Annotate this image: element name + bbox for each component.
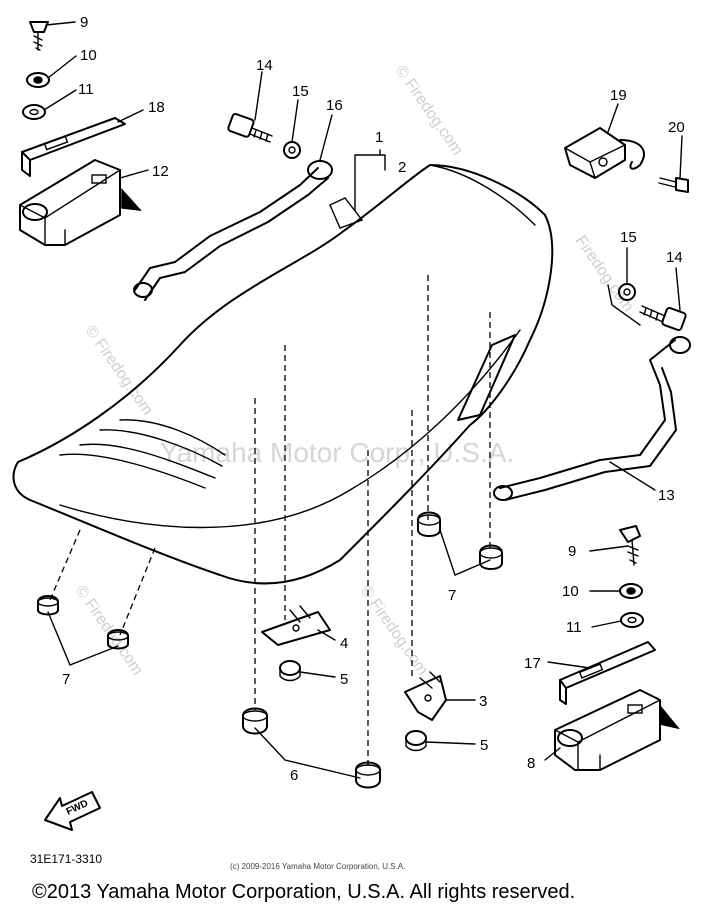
washer-11-left <box>22 104 46 120</box>
callout-14-left: 14 <box>256 57 273 74</box>
damper-6-right <box>355 761 381 789</box>
callout-19: 19 <box>610 87 627 104</box>
callout-9-right: 9 <box>568 543 576 560</box>
damper-7-upper-b <box>479 544 503 570</box>
callout-1: 1 <box>375 129 383 146</box>
nut-5-lower <box>405 730 427 752</box>
callout-18: 18 <box>148 99 165 116</box>
seat-ribs <box>59 419 226 489</box>
washer-10-left <box>26 72 50 88</box>
bracket-4 <box>261 605 331 646</box>
bracket-18 <box>21 117 126 177</box>
seat-assembly <box>12 164 554 585</box>
seat-tab <box>329 197 364 229</box>
callout-14-right: 14 <box>666 249 683 266</box>
callout-4: 4 <box>340 635 348 652</box>
damper-6-left <box>242 707 268 735</box>
seat-rear-seam <box>429 164 536 226</box>
callout-9-left: 9 <box>80 14 88 31</box>
callout-6: 6 <box>290 767 298 784</box>
bracket-3 <box>404 671 447 721</box>
strap-left-body-edge <box>144 177 329 301</box>
seat-reflector-plate <box>457 334 516 421</box>
strap-left-body <box>134 167 319 291</box>
damper-7-lower-b <box>107 629 129 650</box>
fwd-arrow: FWD <box>44 791 101 831</box>
strap-left-foot <box>133 282 153 298</box>
watermark-firedog-1: © Firedog.com <box>392 63 466 159</box>
strap-left-eye <box>307 160 333 180</box>
damper-7-lower-a <box>37 595 59 616</box>
callout-3: 3 <box>479 693 487 710</box>
callout-7-right: 7 <box>448 587 456 604</box>
diagram-code: 31E171-3310 <box>30 852 103 866</box>
washer-10-right <box>619 583 643 599</box>
callout-12: 12 <box>152 163 169 180</box>
strap-right-body-edge <box>504 367 677 501</box>
bolt-14-left <box>227 112 273 143</box>
callout-5-lower: 5 <box>480 737 488 754</box>
leader-lines <box>43 21 683 779</box>
watermark-firedog-2: © Firedog.com <box>82 323 156 419</box>
callout-10-right: 10 <box>562 583 579 600</box>
seat-outline <box>12 164 554 585</box>
callout-13: 13 <box>658 487 675 504</box>
bolt-14-right <box>639 305 687 332</box>
footer-copyright: ©2013 Yamaha Motor Corporation, U.S.A. A… <box>32 881 576 903</box>
strap-right-body <box>499 339 676 489</box>
callout-5-upper: 5 <box>340 671 348 688</box>
bracket-17 <box>559 641 656 705</box>
hook-12 <box>19 159 142 246</box>
watermark-company: Yamaha Motor Corp., U.S.A. <box>160 437 514 468</box>
screw-9-right <box>619 525 641 566</box>
seat-strap-left <box>133 160 333 301</box>
nut-5-upper <box>279 660 301 682</box>
callout-labels: 1 2 3 4 5 5 6 7 7 8 9 9 10 10 11 11 12 1… <box>62 14 685 784</box>
strap-right-eye <box>669 336 691 354</box>
screw-20 <box>658 177 689 193</box>
collar-15-left <box>283 141 301 159</box>
seat-strap-right <box>493 336 691 501</box>
callout-7-left: 7 <box>62 671 70 688</box>
washer-11-right <box>620 612 644 628</box>
mounting-lines <box>49 275 491 770</box>
callout-8: 8 <box>527 755 535 772</box>
callout-11-right: 11 <box>566 619 582 636</box>
screw-9-left <box>29 21 49 51</box>
callout-15-right: 15 <box>620 229 637 246</box>
callout-11-left: 11 <box>78 81 94 98</box>
callout-20: 20 <box>668 119 685 136</box>
seat-side-seam <box>59 329 521 529</box>
callout-17: 17 <box>524 655 541 672</box>
strap-right-foot <box>493 485 513 501</box>
callout-15-left: 15 <box>292 83 309 100</box>
damper-7-upper-a <box>417 511 441 537</box>
callout-16: 16 <box>326 97 343 114</box>
hook-8 <box>554 689 680 771</box>
callout-2: 2 <box>398 159 406 176</box>
callout-10-left: 10 <box>80 47 97 64</box>
seat-lock-19 <box>564 127 645 179</box>
small-copyright: (c) 2009-2016 Yamaha Motor Corporation, … <box>230 862 406 871</box>
